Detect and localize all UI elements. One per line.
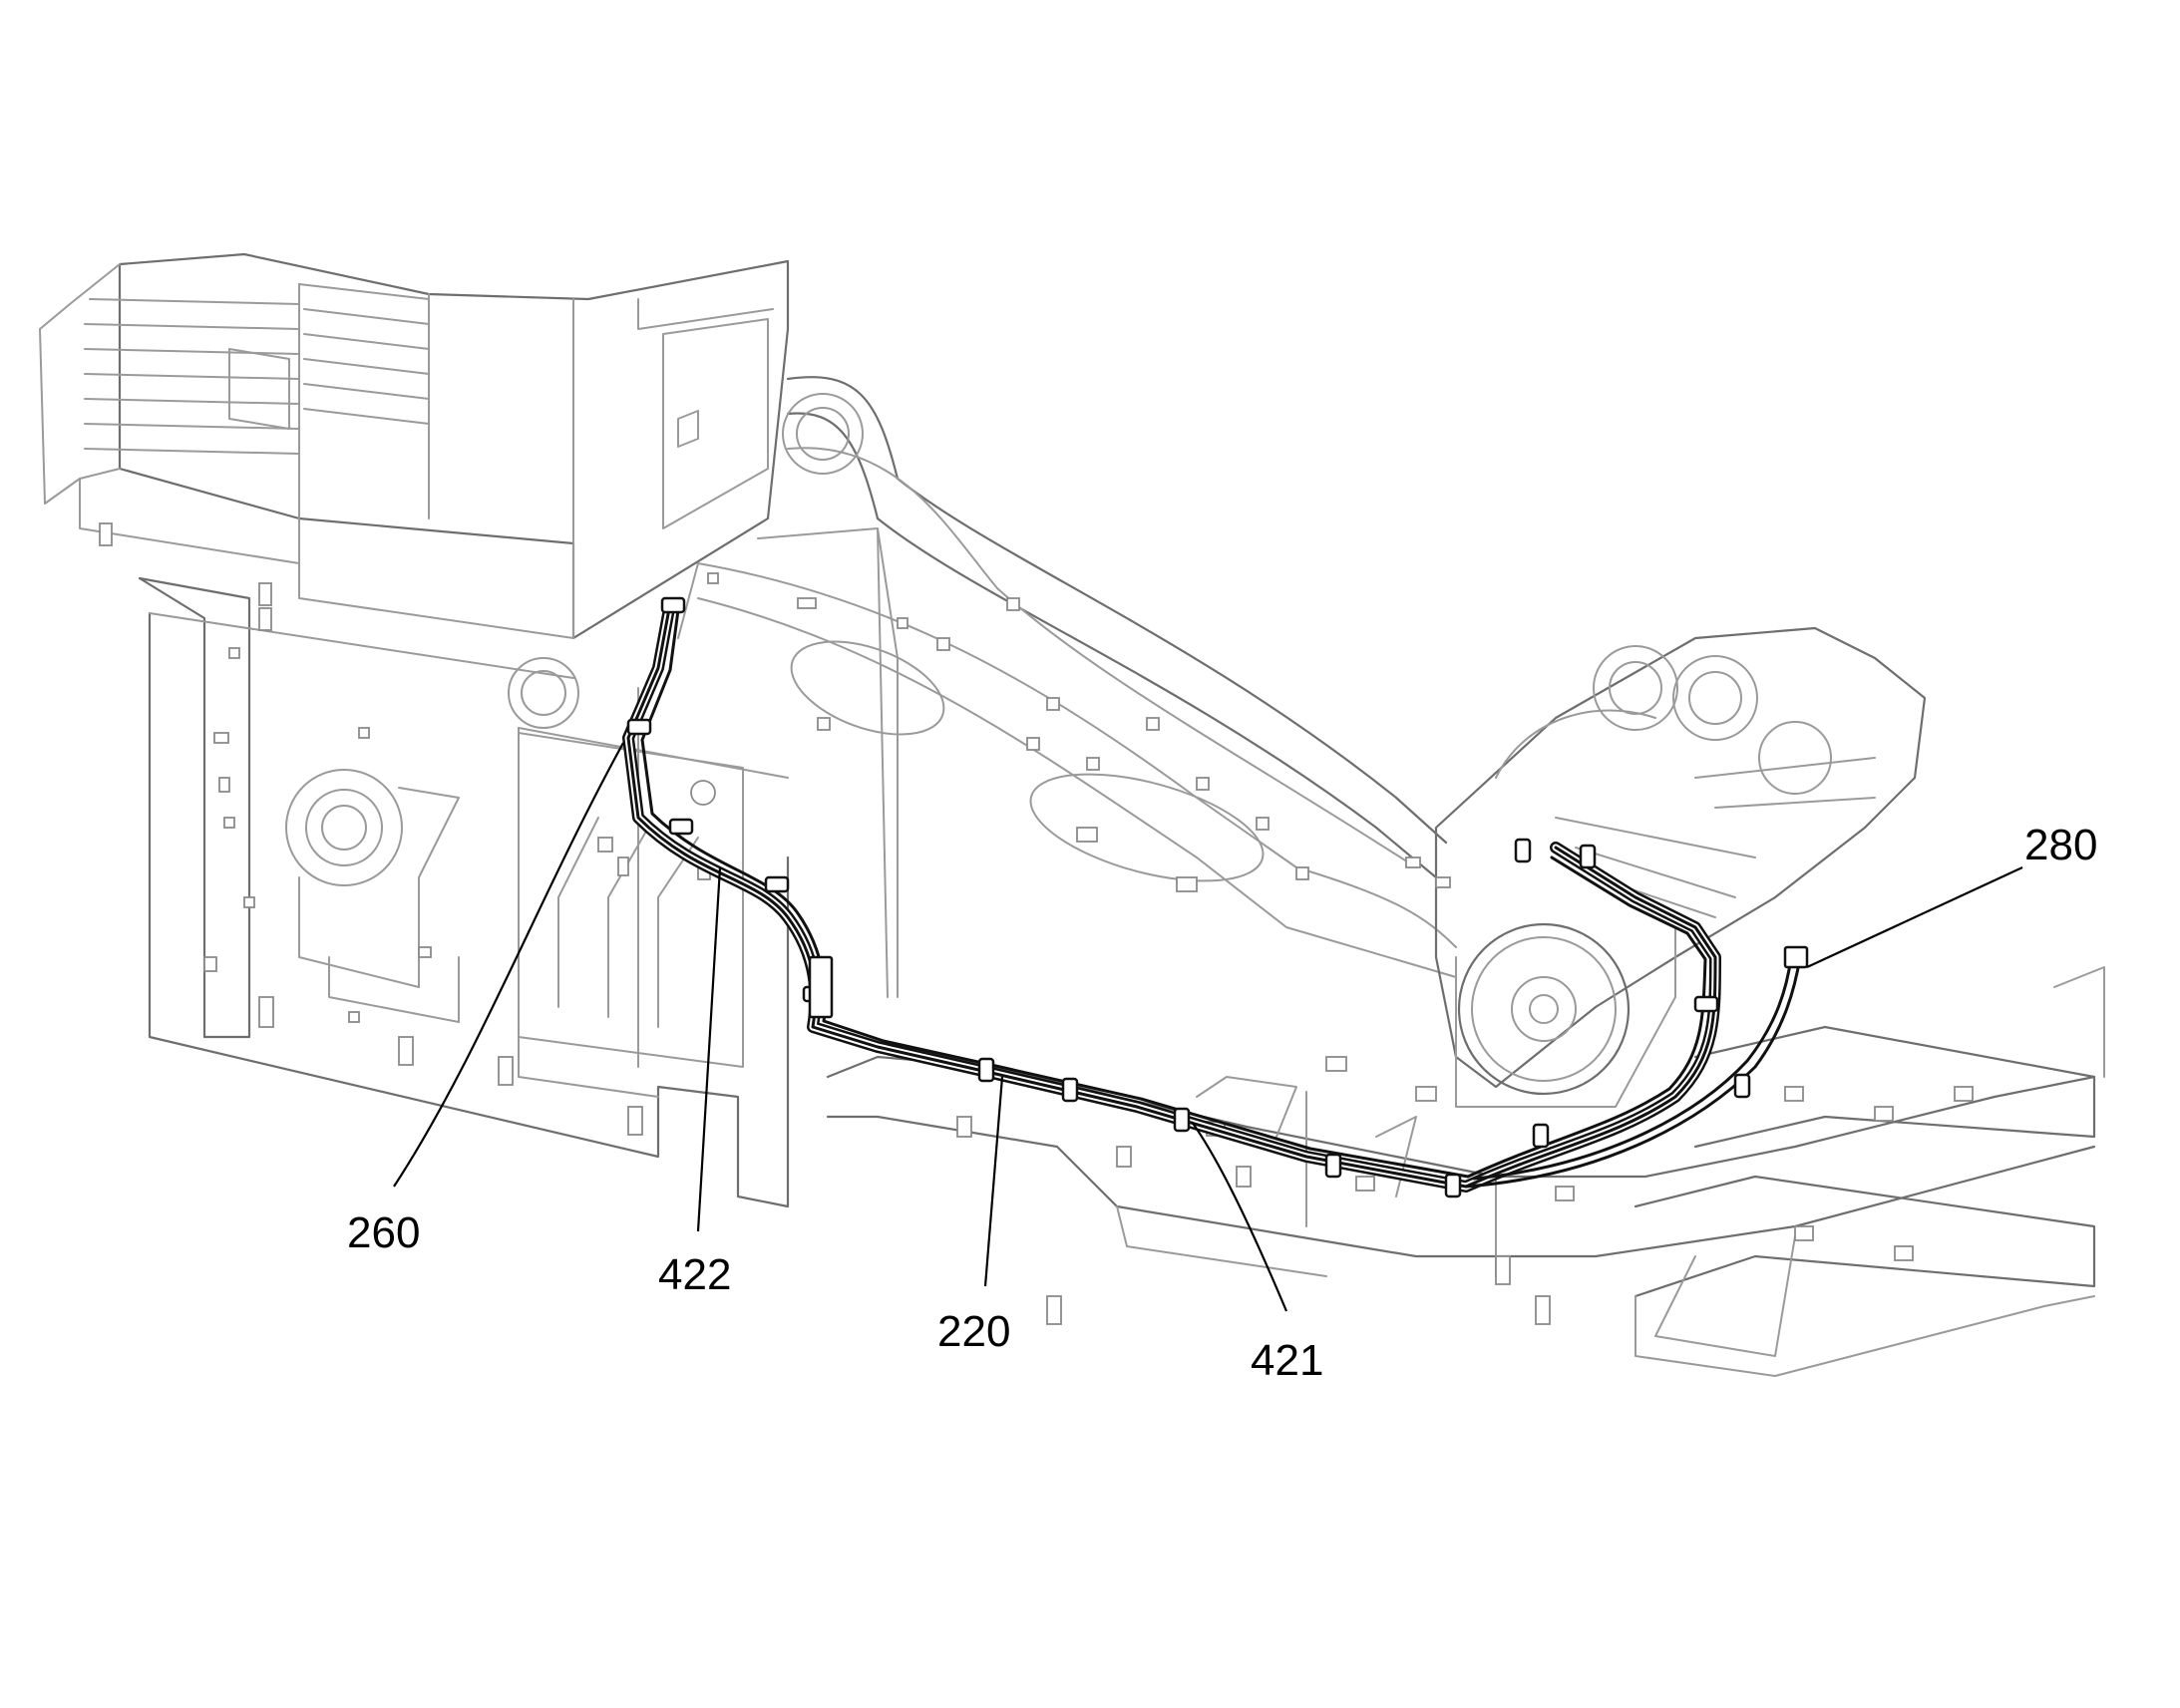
label-220: 220: [937, 1307, 1010, 1356]
leader-260: [393, 742, 624, 1188]
leader-421: [1191, 1121, 1288, 1312]
louver-grille: [84, 283, 430, 564]
conveyor-boom: [508, 376, 1457, 1068]
hose-harness-220: [622, 596, 1809, 1198]
left-chassis-block: [99, 522, 790, 1208]
leader-lines: [393, 742, 2023, 1312]
leader-220: [983, 1076, 1004, 1287]
leader-280: [1806, 866, 2023, 968]
reference-labels: 260 422 220 421 280: [347, 821, 2097, 1385]
label-421: 421: [1251, 1336, 1323, 1385]
leader-422: [696, 866, 722, 1232]
cooler-housing: [39, 252, 790, 640]
engine: [1405, 626, 1927, 1108]
label-260: 260: [347, 1208, 420, 1257]
lower-frame: [826, 966, 2105, 1377]
label-422: 422: [658, 1250, 731, 1299]
label-280: 280: [2024, 821, 2097, 869]
